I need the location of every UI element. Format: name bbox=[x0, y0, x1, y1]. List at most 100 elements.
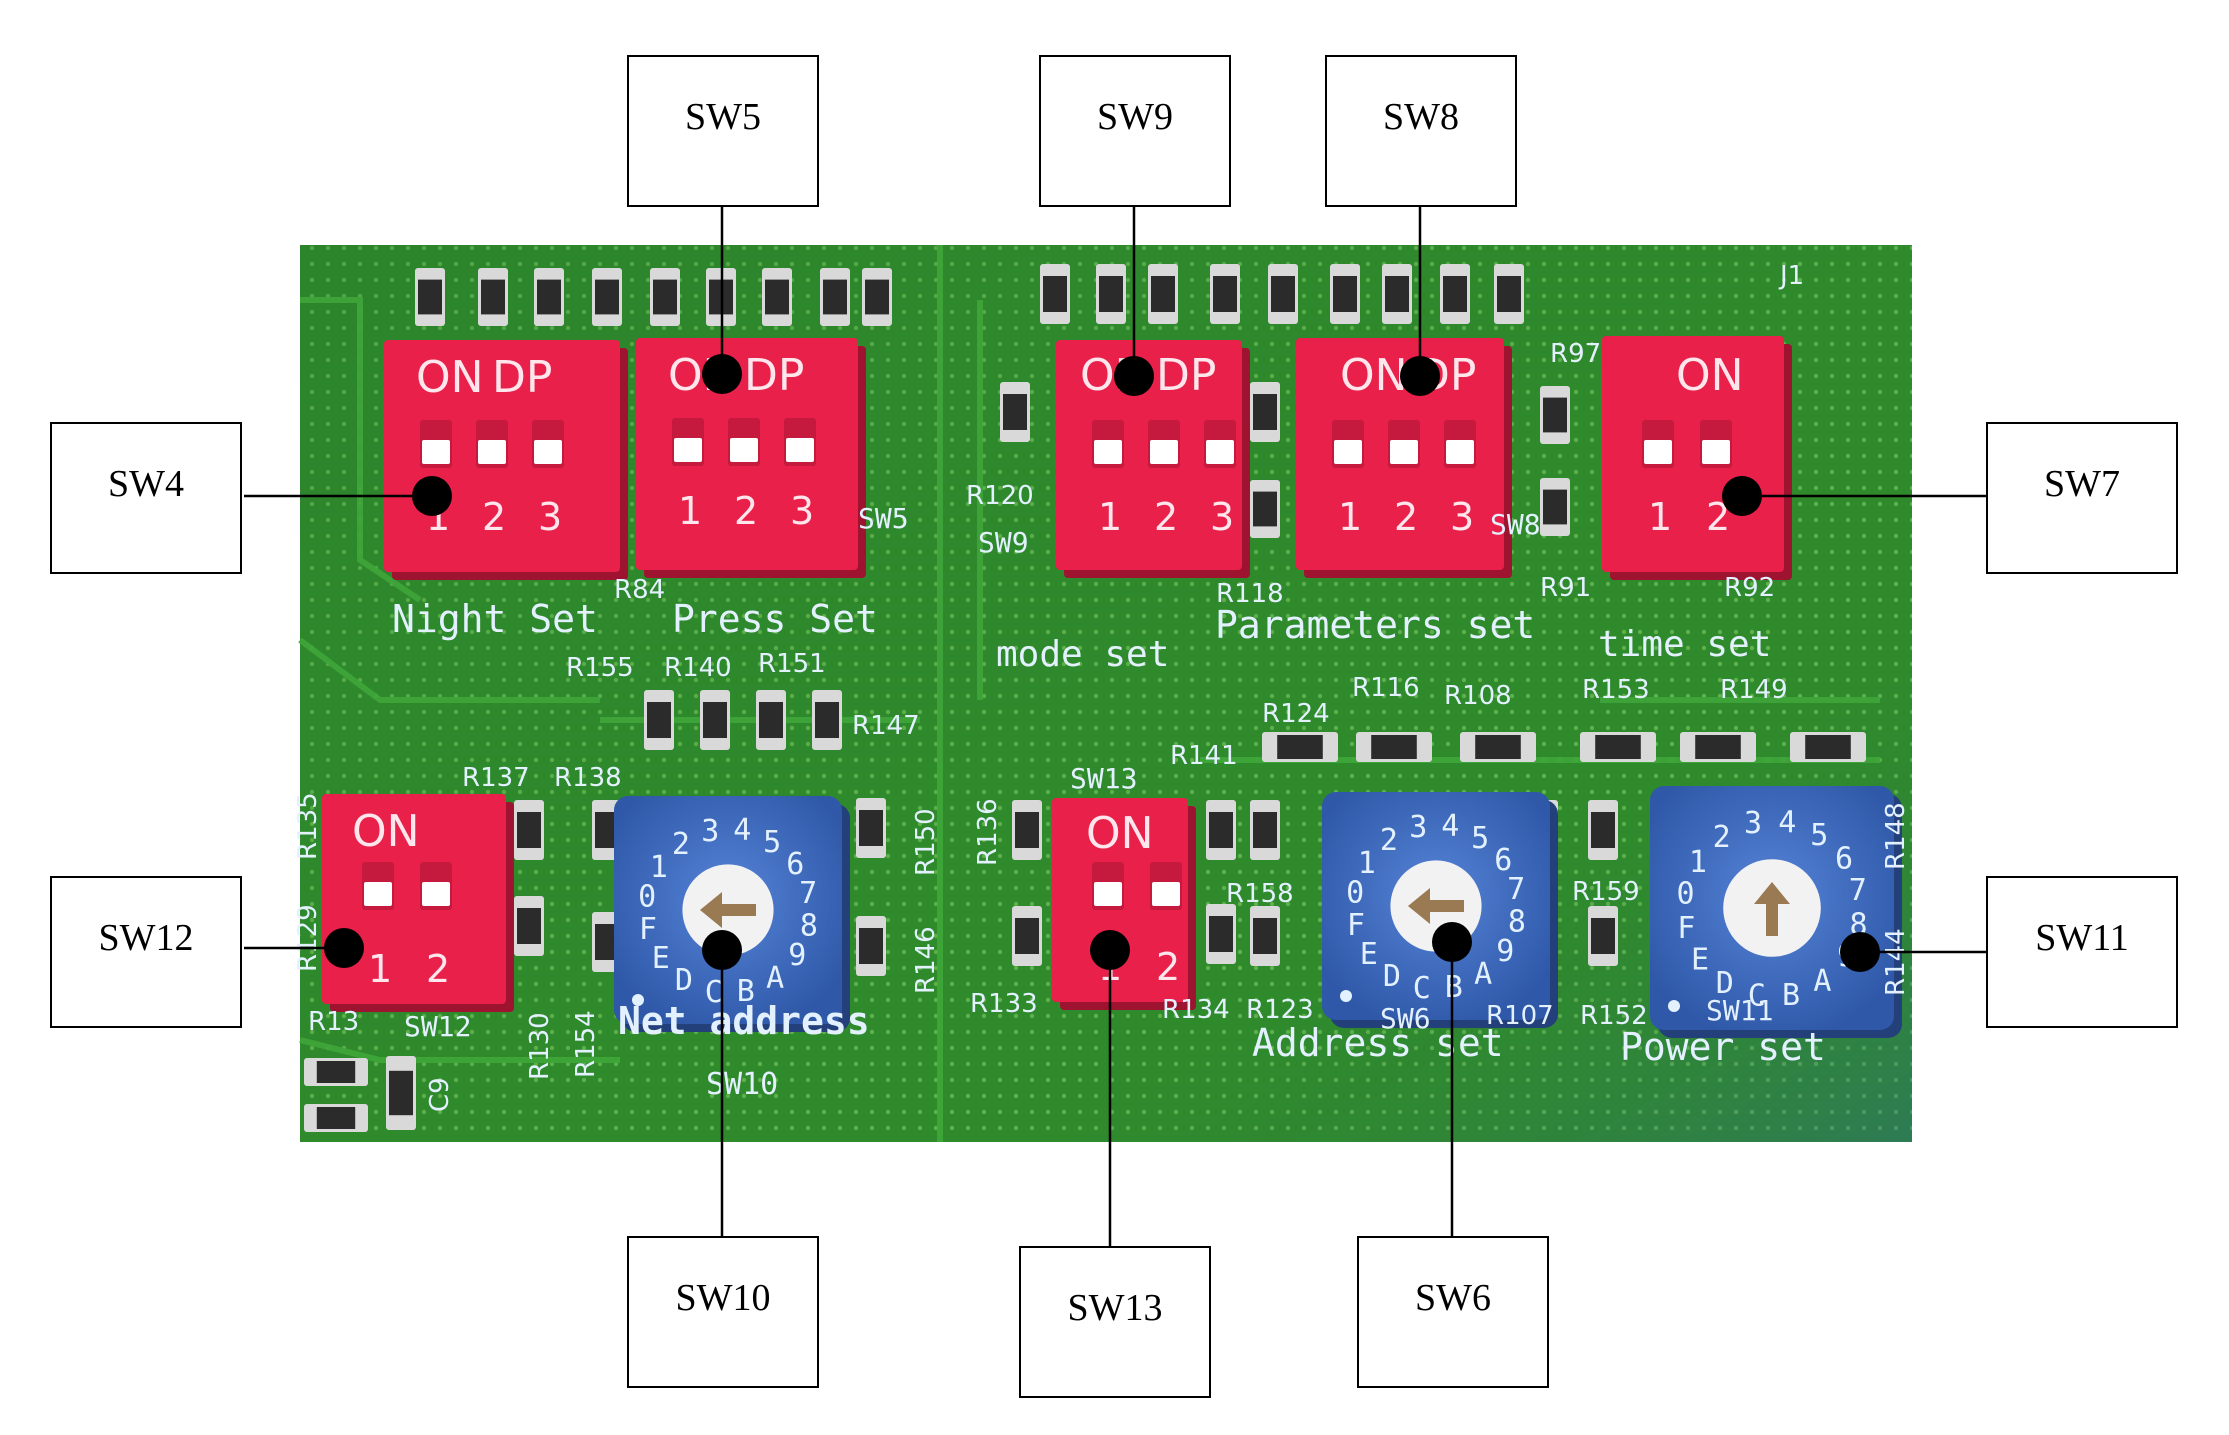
rotary-sw11-dial-char: 6 bbox=[1835, 842, 1853, 877]
silk-power-set: Power set bbox=[1620, 1025, 1826, 1069]
rotary-sw11-dial-char: 4 bbox=[1778, 805, 1796, 840]
smd-resistor bbox=[1680, 732, 1756, 762]
rotary-sw10-dial-char: C bbox=[705, 975, 723, 1010]
smd-resistor bbox=[1580, 732, 1656, 762]
res-r158: R158 bbox=[1226, 879, 1294, 909]
callout-sw10: SW10 bbox=[627, 1236, 819, 1388]
rotary-sw6-dial-char: D bbox=[1383, 959, 1401, 994]
dip-sw8-pos-number: 2 bbox=[1394, 495, 1418, 539]
callout-sw12: SW12 bbox=[50, 876, 242, 1028]
res-r124: R124 bbox=[1262, 699, 1330, 729]
pcb-trace bbox=[300, 297, 422, 603]
res-r149: R149 bbox=[1720, 675, 1788, 705]
silk-sw12: SW12 bbox=[404, 1010, 471, 1043]
silk-sw11: SW11 bbox=[1706, 994, 1773, 1027]
dot-sw11 bbox=[1840, 932, 1880, 972]
dip-sw12-lever[interactable] bbox=[422, 882, 450, 906]
rotary-sw6-dial-char: 6 bbox=[1494, 843, 1512, 878]
rotary-sw11-arrow-icon bbox=[1754, 882, 1790, 936]
leader-lines bbox=[244, 207, 1986, 1246]
dot-sw10 bbox=[702, 930, 742, 970]
smd-resistor bbox=[1460, 732, 1536, 762]
dip-sw9-pos-number: 3 bbox=[1210, 495, 1234, 539]
dot-sw5 bbox=[702, 354, 742, 394]
res-r155: R155 bbox=[566, 653, 634, 683]
dip-sw8-lever[interactable] bbox=[1446, 440, 1474, 464]
dip-sw4-lever[interactable] bbox=[534, 440, 562, 464]
rotary-sw11-dial-char: 0 bbox=[1676, 877, 1694, 912]
rotary-sw10-dial-char: 4 bbox=[733, 813, 751, 848]
dip-sw8-lever[interactable] bbox=[1390, 440, 1418, 464]
smd-resistor bbox=[514, 896, 544, 956]
rotary-sw6-dial-char: 9 bbox=[1496, 934, 1514, 969]
dip-sw5-lever[interactable] bbox=[786, 438, 814, 462]
dip-sw8-lever[interactable] bbox=[1334, 440, 1362, 464]
callout-sw5: SW5 bbox=[627, 55, 819, 207]
smd-resistor bbox=[1012, 800, 1042, 860]
dip-sw12-pos-number: 2 bbox=[426, 947, 450, 991]
rotary-sw6-dial-char: 7 bbox=[1507, 872, 1525, 907]
smd-resistor bbox=[514, 800, 544, 860]
res-r148: R148 bbox=[1881, 802, 1911, 870]
res-r97: R97 bbox=[1550, 339, 1601, 369]
res-r150: R150 bbox=[911, 808, 941, 876]
callout-sw7-label: SW7 bbox=[2044, 463, 2120, 505]
callout-sw12-label: SW12 bbox=[98, 917, 194, 959]
res-r134: R134 bbox=[1162, 995, 1230, 1025]
rotary-sw10-dial-char: 7 bbox=[799, 876, 817, 911]
dip-sw12-pos-number: 1 bbox=[368, 947, 392, 991]
silk-mode-set: mode set bbox=[996, 634, 1169, 675]
callout-sw13: SW13 bbox=[1019, 1246, 1211, 1398]
smd-resistor bbox=[1250, 906, 1280, 966]
callout-sw10-label: SW10 bbox=[675, 1277, 771, 1319]
rotary-sw11-dial-char: D bbox=[1716, 966, 1734, 1001]
silk-sw5: SW5 bbox=[858, 502, 909, 535]
dip-sw13-lever[interactable] bbox=[1152, 882, 1180, 906]
res-r92: R92 bbox=[1724, 573, 1775, 603]
rotary-sw6-dial-char: 2 bbox=[1380, 823, 1398, 858]
res-r13: R13 bbox=[308, 1007, 359, 1037]
smd-resistor bbox=[478, 268, 508, 326]
res-r152: R152 bbox=[1580, 1001, 1648, 1031]
dip-sw7-lever[interactable] bbox=[1644, 440, 1672, 464]
res-r84: R84 bbox=[614, 575, 665, 605]
silk-sw10: SW10 bbox=[706, 1067, 778, 1102]
smd-resistor bbox=[1356, 732, 1432, 762]
dot-sw12 bbox=[324, 928, 364, 968]
rotary-sw11-dial-char: A bbox=[1813, 964, 1831, 999]
dip-sw12-lever[interactable] bbox=[364, 882, 392, 906]
dot-sw13 bbox=[1090, 930, 1130, 970]
rotary-sw10-dial-char: 9 bbox=[788, 938, 806, 973]
dip-sw4-lever[interactable] bbox=[422, 440, 450, 464]
rotary-sw11-dial-char: 3 bbox=[1744, 806, 1762, 841]
rotary-sw10-dial-char: F bbox=[639, 912, 657, 947]
dip-sw5-lever[interactable] bbox=[730, 438, 758, 462]
rotary-sw10-dial-char: D bbox=[675, 963, 693, 998]
rotary-sw6-dial-char: F bbox=[1347, 908, 1365, 943]
rotary-sw10-dial-char: 6 bbox=[786, 847, 804, 882]
dip-sw7-lever[interactable] bbox=[1702, 440, 1730, 464]
dip-sw9-lever[interactable] bbox=[1094, 440, 1122, 464]
smd-resistor bbox=[386, 1056, 416, 1130]
dip-sw4-lever[interactable] bbox=[478, 440, 506, 464]
dip-sw9-lever[interactable] bbox=[1150, 440, 1178, 464]
dip-sw5-lever[interactable] bbox=[674, 438, 702, 462]
dip-sw13-lever[interactable] bbox=[1094, 882, 1122, 906]
smd-resistor bbox=[415, 268, 445, 326]
rotary-sw10-dial-char: 5 bbox=[763, 825, 781, 860]
callout-sw9-label: SW9 bbox=[1097, 96, 1173, 138]
smd-resistor bbox=[1330, 264, 1360, 324]
dip-sw9-lever[interactable] bbox=[1206, 440, 1234, 464]
rotary-sw11-dial-char: 5 bbox=[1810, 818, 1828, 853]
